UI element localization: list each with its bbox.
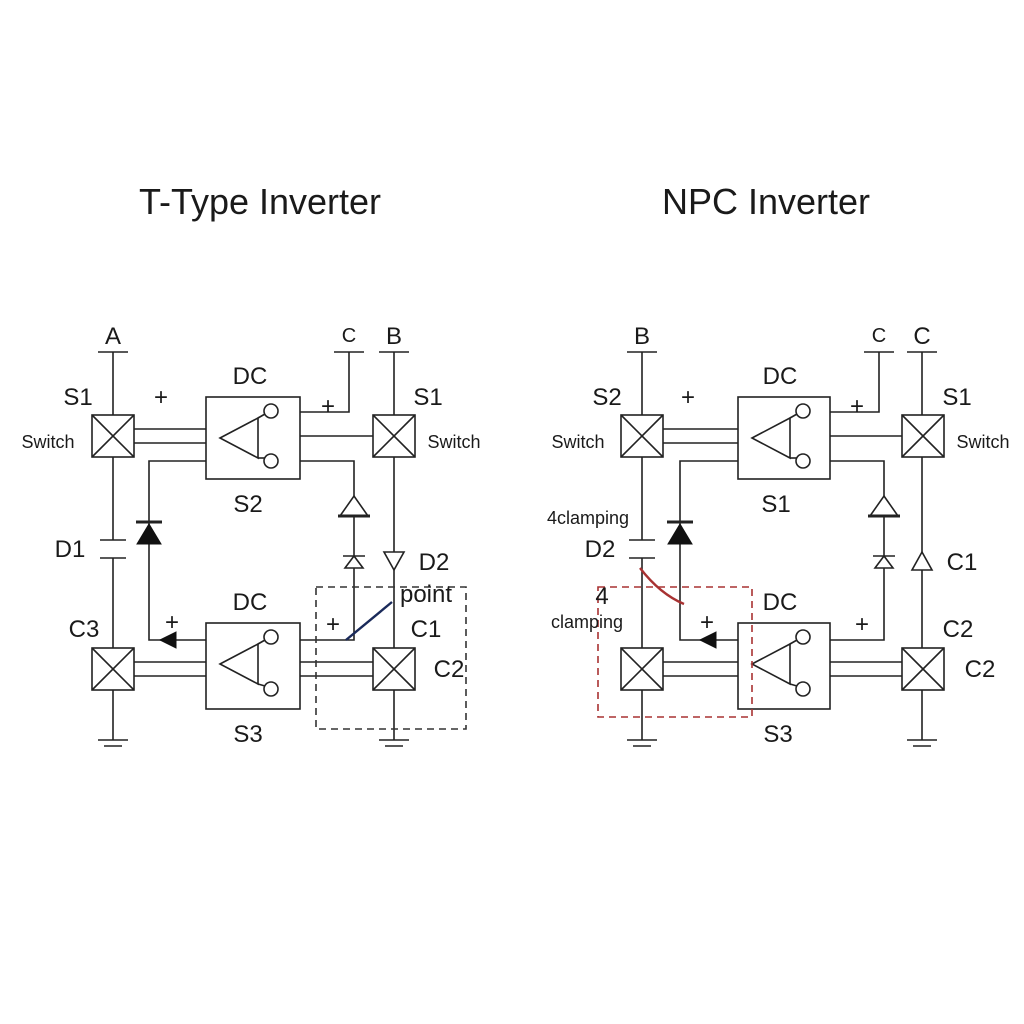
ttype-terminal-c: C [342, 325, 356, 347]
ttype-plus-top-left: + [154, 384, 168, 411]
ttype-diode-left [136, 520, 162, 545]
npc-diode-right-large [868, 494, 900, 518]
ttype-switch-right-label: Switch [427, 432, 480, 452]
npc-clamping-num-label: 4 [595, 583, 608, 610]
ttype-dc-top-label: DC [233, 363, 268, 390]
ttype-point-label: point [400, 581, 452, 608]
npc-terminal-c-small: C [872, 325, 886, 347]
ttype-circuit: A C B S1 Switch S1 Switch [21, 323, 480, 748]
ttype-terminal-b: B [386, 323, 402, 350]
ttype-c2-label: C2 [434, 656, 465, 683]
ttype-switch-c1 [372, 647, 416, 691]
ttype-title: T-Type Inverter [139, 181, 381, 222]
ttype-plus-bottom-left: + [165, 609, 179, 636]
ttype-switch-c3 [91, 647, 135, 691]
npc-dc-block-bottom [737, 622, 831, 710]
ttype-switch-s1-right [372, 414, 416, 458]
npc-dc-block-top [737, 396, 831, 480]
ttype-dc-block-bottom [205, 622, 301, 710]
ttype-arrow-left [158, 631, 177, 649]
npc-plus-bottom-right: + [855, 611, 869, 638]
ttype-diode-d2 [382, 551, 406, 572]
npc-switch-bottom-right [901, 647, 945, 691]
npc-diode-right-small [873, 554, 895, 569]
npc-terminal-c: C [913, 323, 930, 350]
ttype-s1-left-label: S1 [63, 384, 92, 411]
npc-s1-center-label: S1 [761, 491, 790, 518]
npc-clamping-bottom-label: clamping [551, 612, 623, 632]
ttype-switch-left-label: Switch [21, 432, 74, 452]
ttype-d2-label: D2 [419, 549, 450, 576]
ttype-d1-label: D1 [55, 536, 86, 563]
npc-switch-left-label: Switch [551, 432, 604, 452]
npc-plus-bottom-left: + [700, 609, 714, 636]
npc-s3-label: S3 [763, 721, 792, 748]
npc-clamping-region [597, 586, 753, 718]
npc-clamping-pointer [639, 567, 685, 606]
ttype-plus-bottom-right: + [326, 611, 340, 638]
ttype-dc-block-top [205, 396, 301, 480]
npc-s1-right-label: S1 [942, 384, 971, 411]
npc-arrow-left [698, 631, 717, 649]
ttype-c3-label: C3 [69, 616, 100, 643]
ttype-terminal-a: A [105, 323, 121, 350]
npc-clamping-top-label: 4clamping [547, 508, 629, 528]
npc-dc-top-label: DC [763, 363, 798, 390]
npc-diode-c1 [910, 550, 934, 571]
ttype-c1-label: C1 [411, 616, 442, 643]
npc-s2-label: S2 [592, 384, 621, 411]
ttype-s3-label: S3 [233, 721, 262, 748]
npc-switch-s1-right [901, 414, 945, 458]
npc-dc-bottom-label: DC [763, 589, 798, 616]
ttype-s2-label: S2 [233, 491, 262, 518]
npc-c2-upper-label: C2 [943, 616, 974, 643]
npc-terminal-b: B [634, 323, 650, 350]
npc-diode-left [667, 520, 693, 545]
npc-switch-right-label: Switch [956, 432, 1009, 452]
ttype-diode-right-large [338, 494, 370, 518]
npc-circuit: B C C S2 Switch S1 Switch [547, 323, 1010, 748]
npc-switch-bottom-left [620, 647, 664, 691]
ttype-diode-right-small [343, 554, 365, 569]
npc-plus-top-left: + [681, 384, 695, 411]
npc-plus-top-right: + [850, 393, 864, 420]
ttype-highlight-region [315, 586, 467, 730]
ttype-plus-top-right: + [321, 393, 335, 420]
ttype-s1-right-label: S1 [413, 384, 442, 411]
npc-c1-label: C1 [947, 549, 978, 576]
ttype-dc-bottom-label: DC [233, 589, 268, 616]
ttype-switch-s1-left [91, 414, 135, 458]
ttype-point-pointer [345, 601, 393, 641]
npc-title: NPC Inverter [662, 181, 870, 222]
npc-c2-lower-label: C2 [965, 656, 996, 683]
npc-d2-label: D2 [585, 536, 616, 563]
npc-switch-s2 [620, 414, 664, 458]
